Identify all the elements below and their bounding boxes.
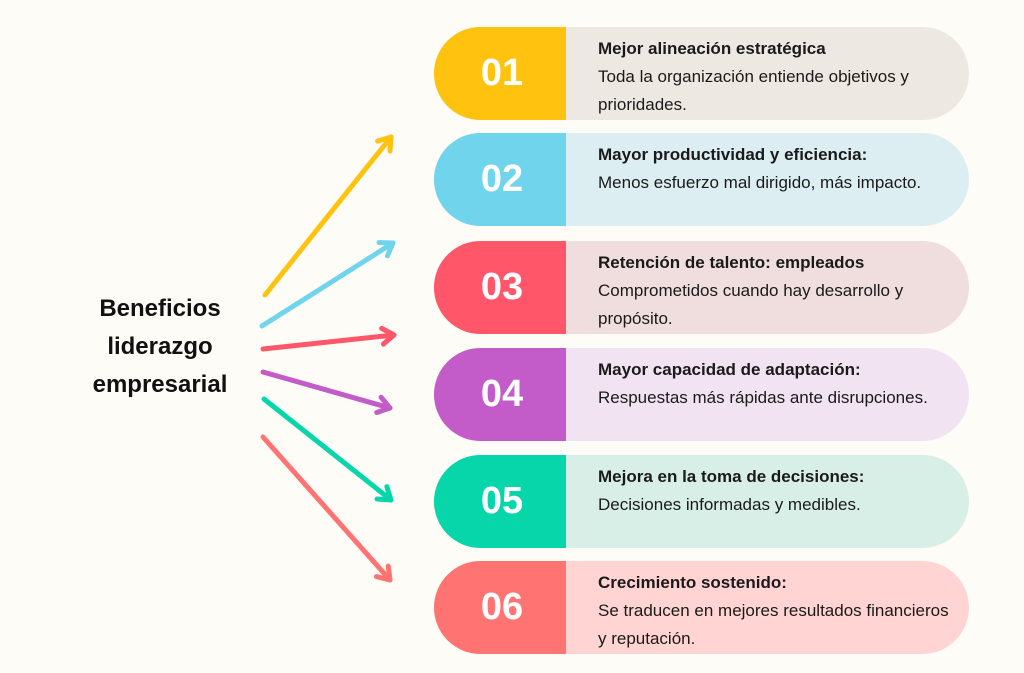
item-text: Crecimiento sostenido: Se traducen en mej…: [566, 561, 969, 654]
item-number: 03: [434, 241, 566, 334]
title-line: empresarial: [92, 371, 228, 398]
item-text: Mayor productividad y eficiencia: Menos e…: [566, 133, 969, 226]
item-number: 02: [434, 133, 566, 226]
benefit-item: 06 Crecimiento sostenido: Se traducen en …: [434, 561, 969, 654]
diagram-title: Beneficios liderazgo empresarial: [60, 290, 260, 404]
item-text: Mayor capacidad de adaptación: Respuestas…: [566, 348, 969, 441]
arrow-icon: [262, 134, 394, 298]
arrow-icon: [260, 434, 393, 583]
title-line: liderazgo: [107, 333, 213, 360]
item-heading: Mayor capacidad de adaptación:: [598, 360, 861, 379]
item-number: 05: [434, 455, 566, 548]
arrow-icon: [260, 325, 397, 352]
item-heading: Mejora en la toma de decisiones:: [598, 467, 865, 486]
item-heading: Retención de talento: empleados: [598, 253, 865, 272]
item-heading: Mejor alineación estratégica: [598, 39, 826, 58]
benefit-item: 02 Mayor productividad y eficiencia: Meno…: [434, 133, 969, 226]
item-number: 06: [434, 561, 566, 654]
item-number: 01: [434, 27, 566, 120]
item-description: Menos esfuerzo mal dirigido, más impacto…: [598, 173, 922, 192]
item-description: Respuestas más rápidas ante disrupciones…: [598, 388, 928, 407]
item-heading: Mayor productividad y eficiencia:: [598, 145, 868, 164]
item-description: Toda la organización entiende objetivos …: [598, 67, 909, 114]
item-description: Se traducen en mejores resultados financ…: [598, 601, 949, 648]
item-description: Comprometidos cuando hay desarrollo y pr…: [598, 281, 904, 328]
arrow-icon: [259, 240, 396, 329]
benefit-item: 04 Mayor capacidad de adaptación: Respues…: [434, 348, 969, 441]
item-text: Mejora en la toma de decisiones: Decision…: [566, 455, 969, 548]
title-line: Beneficios: [99, 295, 221, 322]
item-description: Decisiones informadas y medibles.: [598, 495, 861, 514]
arrow-icon: [260, 369, 393, 415]
item-number: 04: [434, 348, 566, 441]
benefit-item: 05 Mejora en la toma de decisiones: Decis…: [434, 455, 969, 548]
arrow-icon: [261, 396, 394, 503]
item-heading: Crecimiento sostenido:: [598, 573, 787, 592]
